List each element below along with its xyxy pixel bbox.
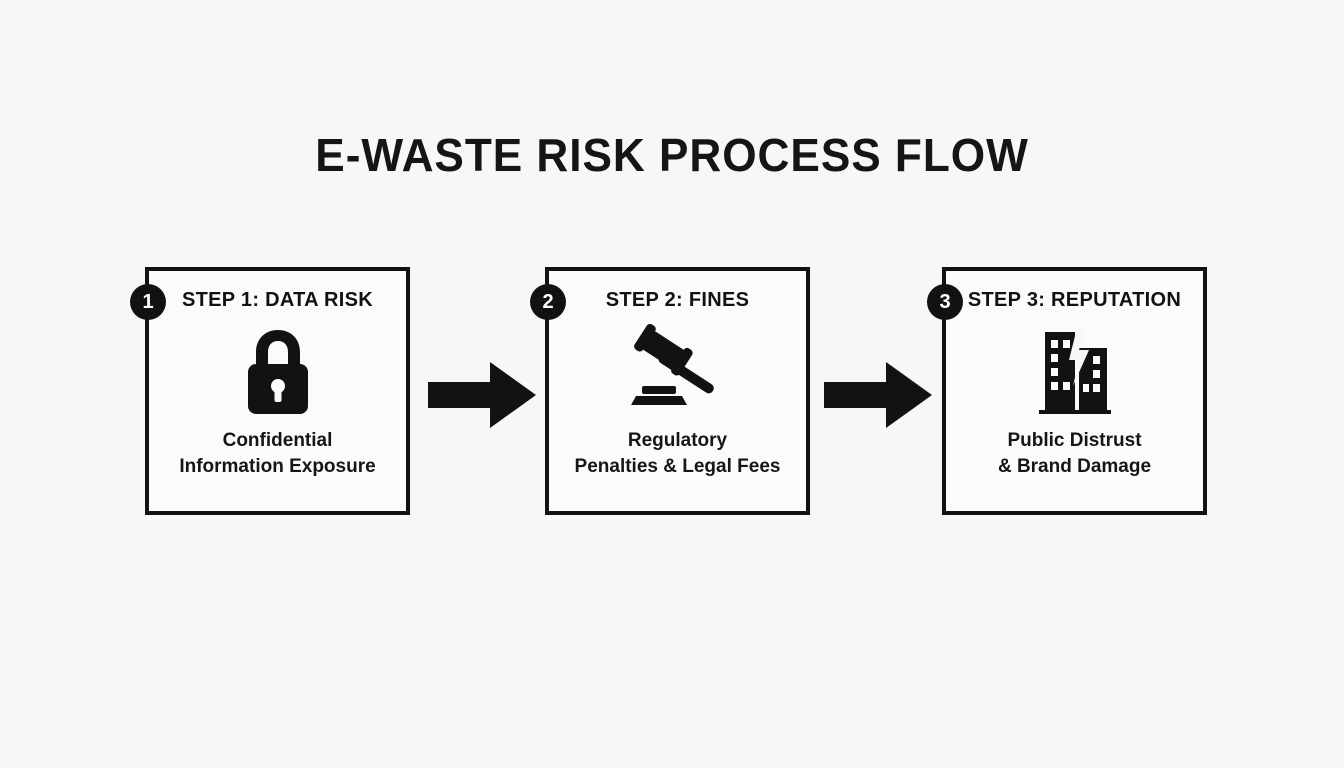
step-box-data-risk: 1 STEP 1: DATA RISK Confidential Informa…: [130, 267, 410, 515]
page-title: E-WASTE RISK PROCESS FLOW: [315, 129, 1029, 181]
step-header: STEP 1: DATA RISK: [181, 289, 374, 311]
building-icon: [946, 318, 1203, 426]
step-header: STEP 2: FINES: [605, 289, 750, 311]
step-number-badge: 1: [130, 284, 166, 320]
step-caption: Regulatory Penalties & Legal Fees: [549, 428, 806, 479]
step-caption-line2: Penalties & Legal Fees: [574, 455, 781, 477]
step-caption-line1: Public Distrust: [1007, 430, 1142, 451]
step-box-reputation: 3 STEP 3: REPUTATION: [927, 267, 1207, 515]
step-caption: Confidential Information Exposure: [149, 428, 406, 479]
step-caption-line2: Information Exposure: [179, 455, 376, 477]
step-caption-line1: Confidential: [222, 430, 333, 451]
flow-arrow: [824, 356, 932, 439]
lock-icon: [149, 318, 406, 426]
step-number-badge: 2: [530, 284, 566, 320]
step-caption: Public Distrust & Brand Damage: [946, 428, 1203, 479]
flow-arrow: [428, 356, 536, 439]
step-caption-line2: & Brand Damage: [997, 455, 1152, 477]
step-box-fines: 2 STEP 2: FINES Regulatory Penalties & L…: [530, 267, 810, 515]
step-header: STEP 3: REPUTATION: [967, 289, 1182, 311]
step-caption-line1: Regulatory: [627, 430, 728, 451]
step-number-badge: 3: [927, 284, 963, 320]
gavel-icon: [549, 318, 806, 426]
